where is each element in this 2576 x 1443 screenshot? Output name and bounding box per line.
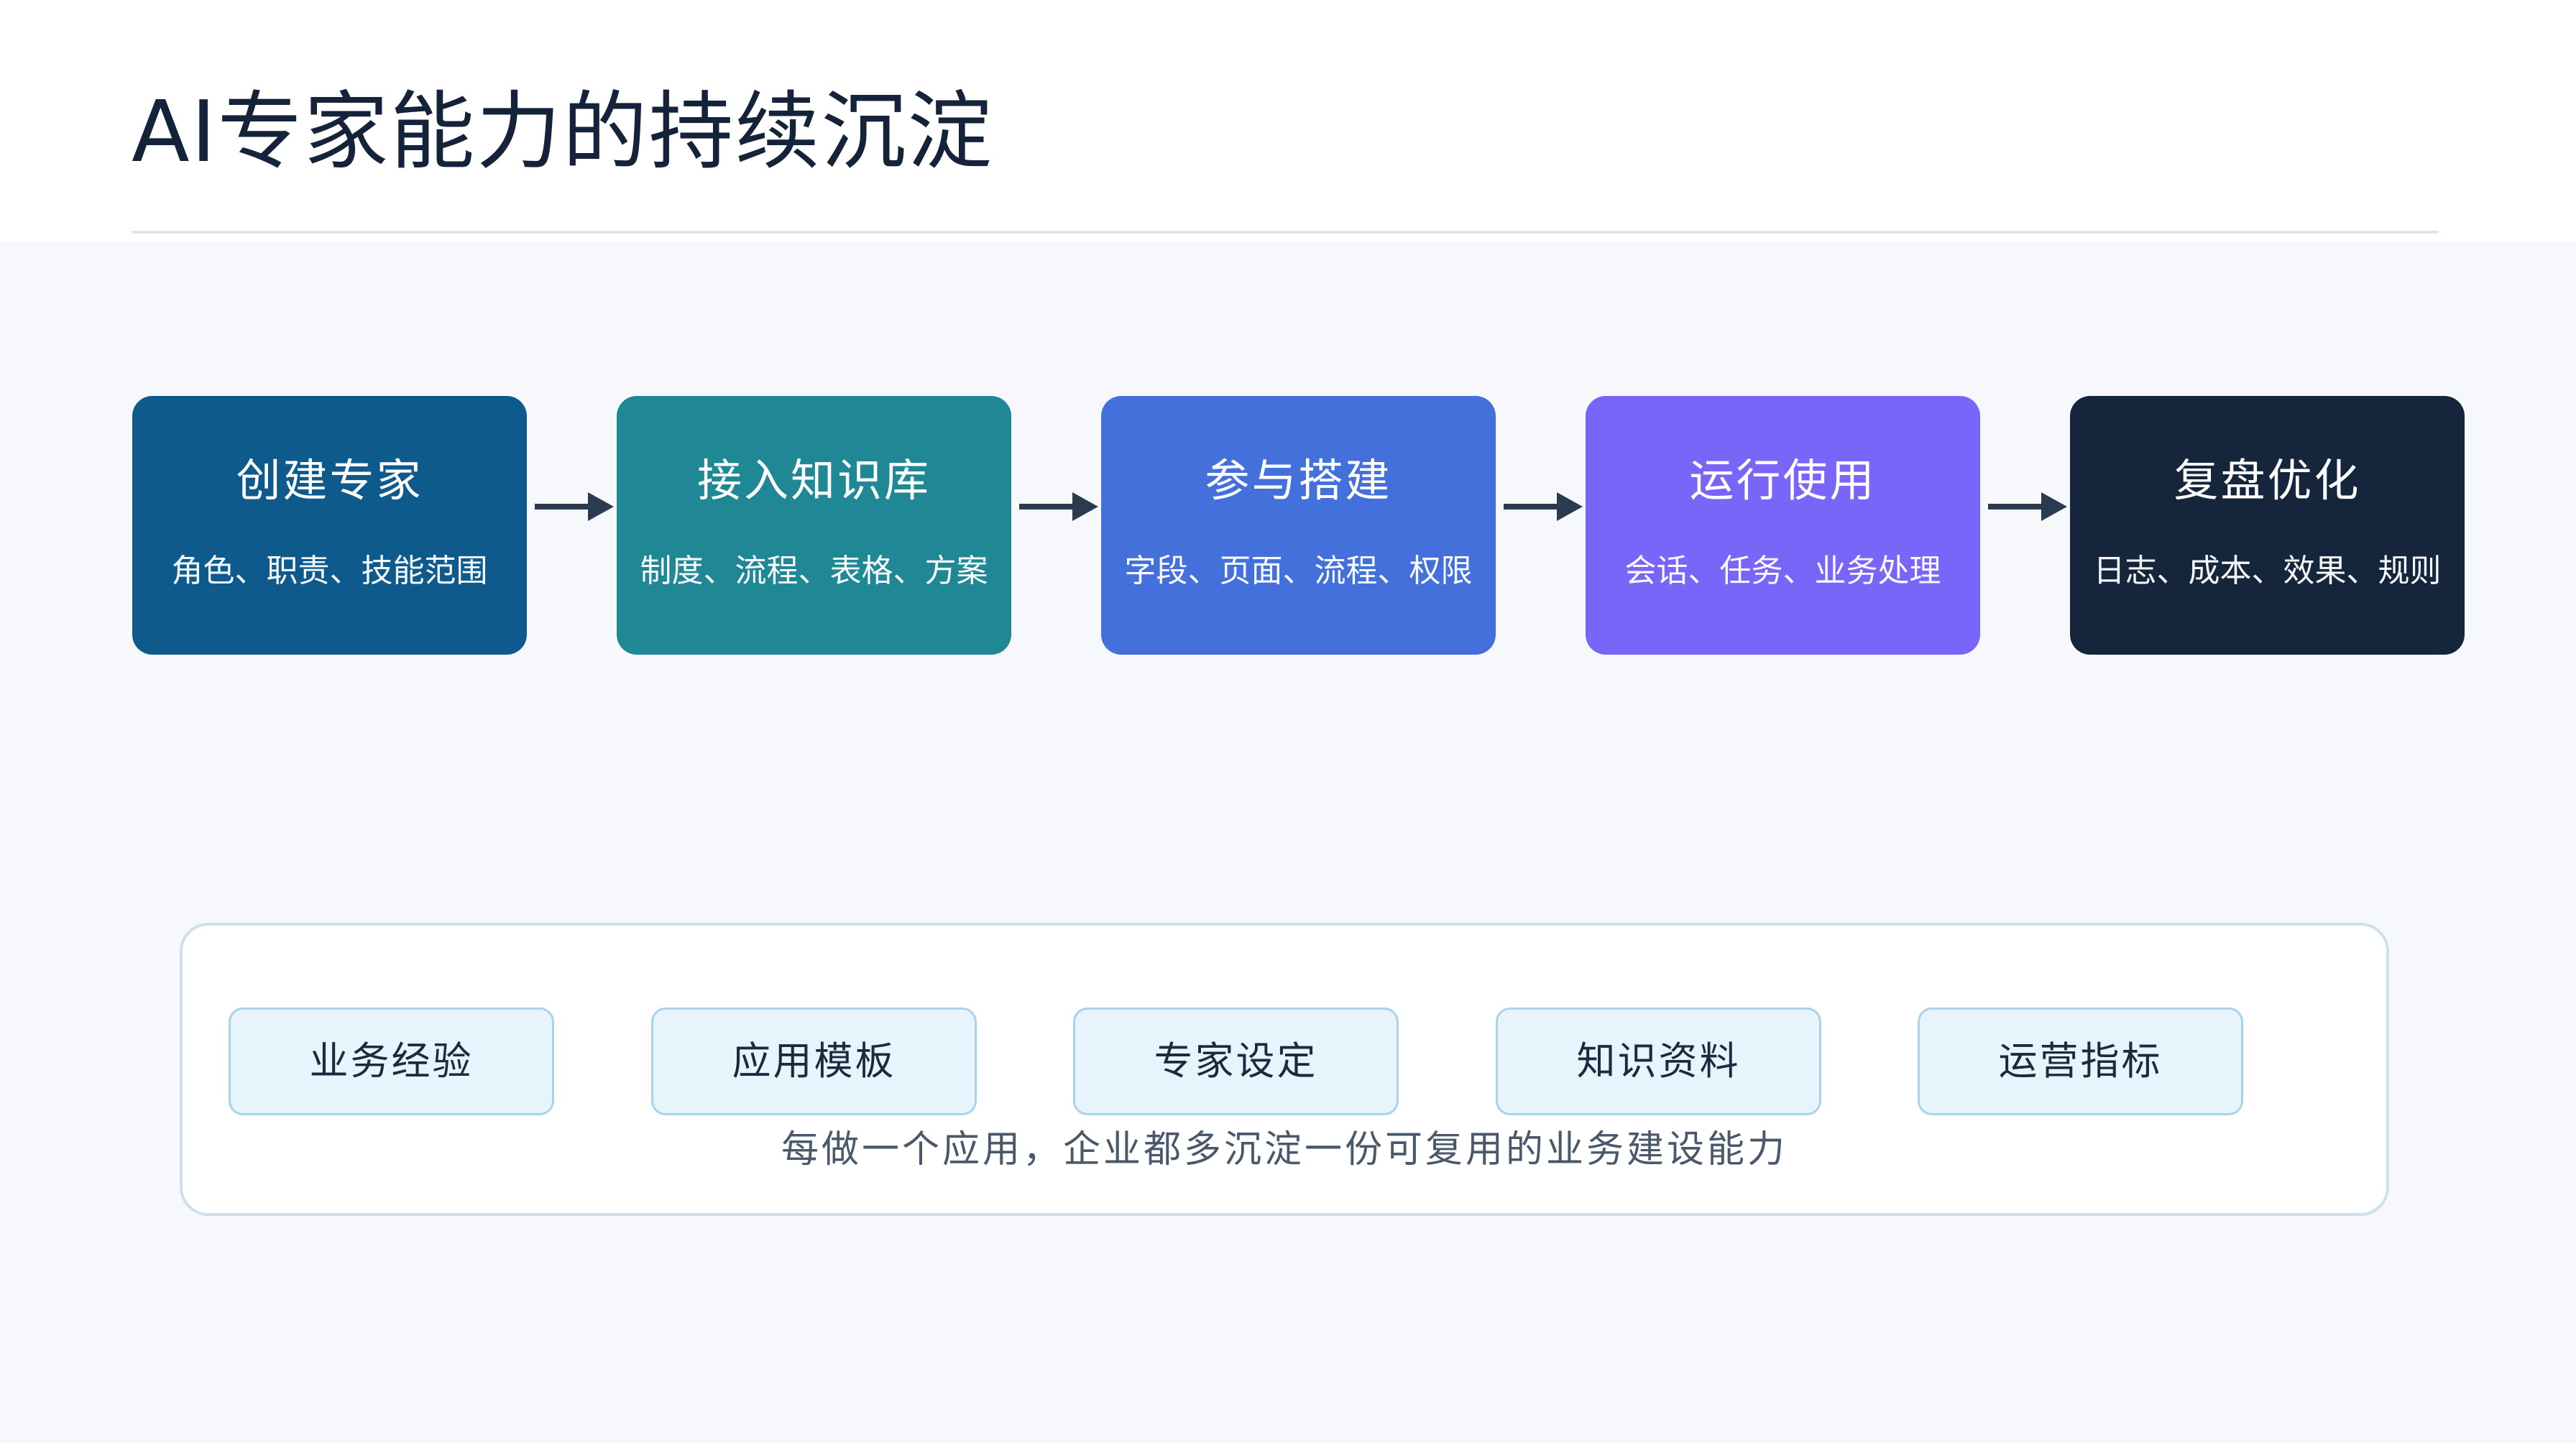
- asset-chip-knowledge-materials: 知识资料: [1496, 1008, 1821, 1115]
- flow-step-connect-knowledge: 接入知识库 制度、流程、表格、方案: [617, 396, 1011, 655]
- flow-step-build: 参与搭建 字段、页面、流程、权限: [1101, 396, 1496, 655]
- flow-step-title: 接入知识库: [696, 454, 931, 507]
- flow-step-create-expert: 创建专家 角色、职责、技能范围: [132, 396, 527, 655]
- asset-chip-app-templates: 应用模板: [651, 1008, 977, 1115]
- asset-chip-business-experience: 业务经验: [229, 1008, 554, 1115]
- header-band: [0, 0, 2576, 241]
- flow-step-desc: 制度、流程、表格、方案: [640, 553, 988, 589]
- page-title: AI专家能力的持续沉淀: [132, 82, 994, 181]
- flow-step-desc: 字段、页面、流程、权限: [1124, 553, 1473, 589]
- flow-step-operate: 运行使用 会话、任务、业务处理: [1586, 396, 1980, 655]
- flow-step-desc: 日志、成本、效果、规则: [2093, 553, 2442, 589]
- arrow-right-icon: [1988, 492, 2067, 521]
- flow-step-desc: 会话、任务、业务处理: [1624, 553, 1941, 589]
- flow-step-title: 创建专家: [236, 454, 423, 507]
- asset-chip-operation-metrics: 运营指标: [1918, 1008, 2243, 1115]
- arrow-right-icon: [1019, 492, 1098, 521]
- flow-step-title: 参与搭建: [1205, 454, 1392, 507]
- arrow-right-icon: [1504, 492, 1583, 521]
- asset-chip-expert-settings: 专家设定: [1073, 1008, 1399, 1115]
- title-divider: [132, 231, 2439, 234]
- flow-step-title: 复盘优化: [2174, 454, 2361, 507]
- flow-step-title: 运行使用: [1689, 454, 1877, 507]
- assets-caption: 每做一个应用，企业都多沉淀一份可复用的业务建设能力: [781, 1128, 1788, 1171]
- flow-step-review-optimize: 复盘优化 日志、成本、效果、规则: [2070, 396, 2465, 655]
- arrow-right-icon: [535, 492, 614, 521]
- flow-step-desc: 角色、职责、技能范围: [171, 553, 488, 589]
